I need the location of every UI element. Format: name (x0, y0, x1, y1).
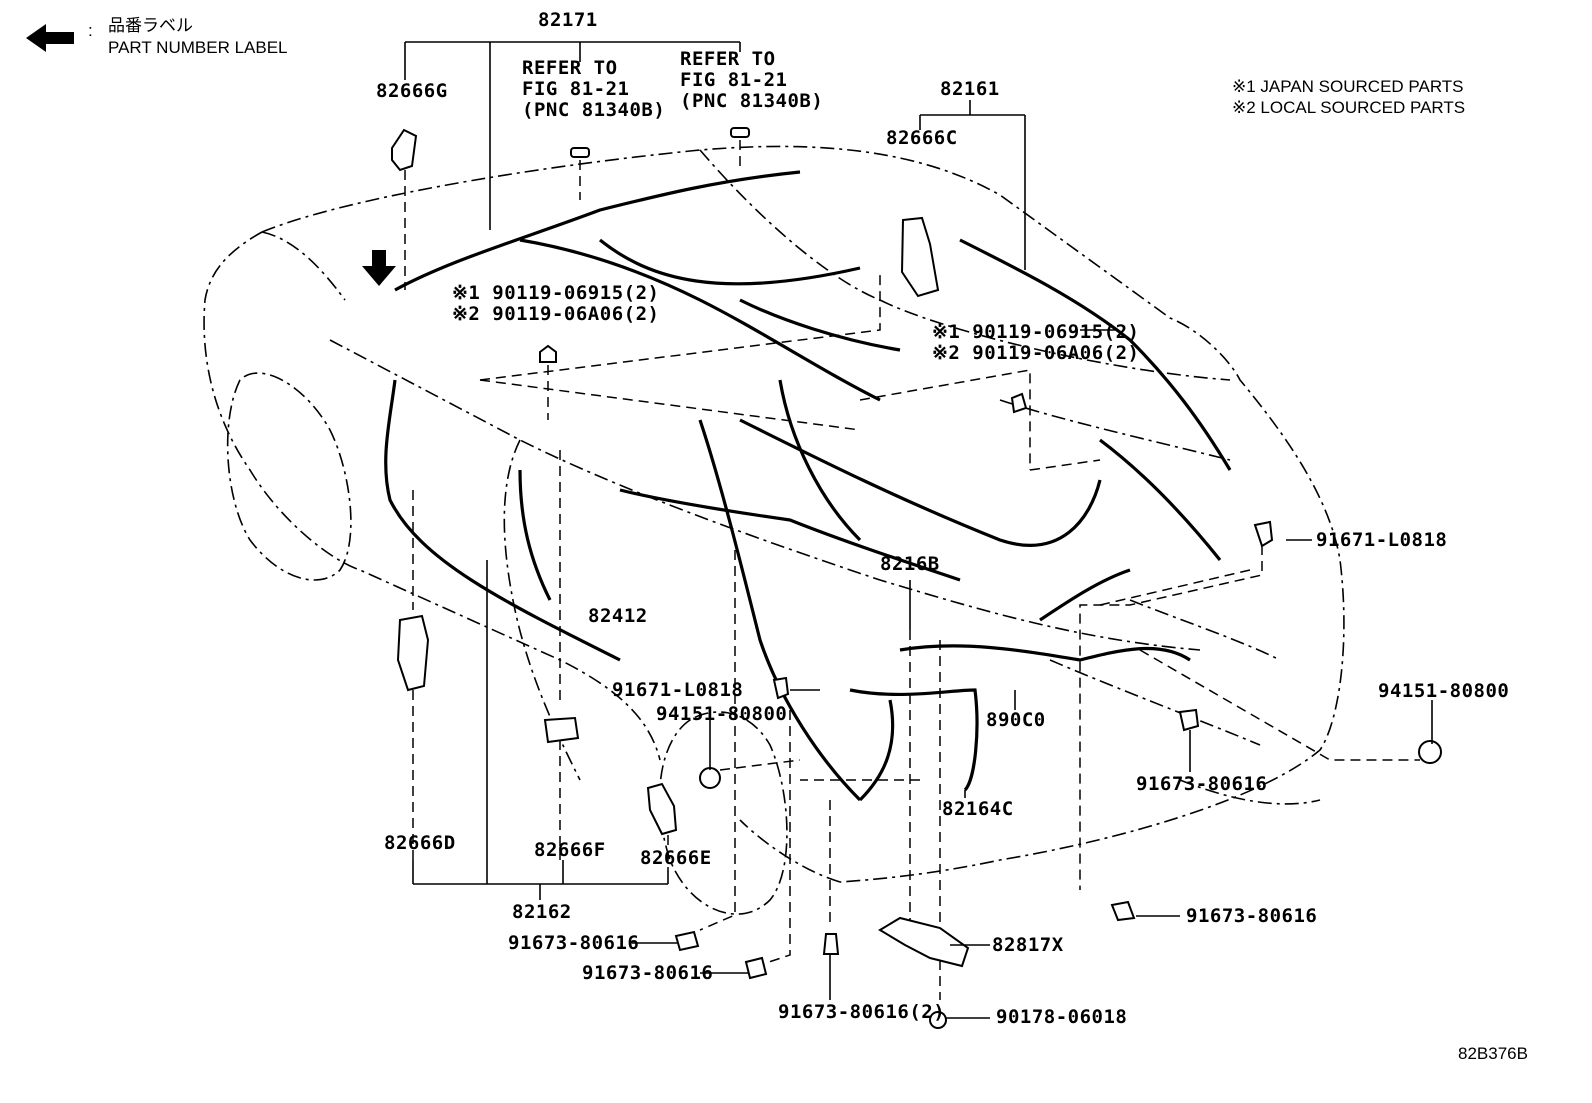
clip-82666d-icon (396, 614, 430, 692)
bolt-91671-left-icon (772, 676, 790, 700)
label-94151-left: 94151-80800 (656, 703, 787, 725)
label-91671-left: 91671-L0818 (612, 679, 743, 701)
parts-symbols (391, 127, 1442, 1029)
label-82164c: 82164C (942, 798, 1014, 820)
grommet-94151-left-icon (699, 767, 721, 789)
ref1-line2: FIG 81-21 (522, 78, 629, 100)
label-90178: 90178-06018 (996, 1006, 1127, 1028)
bolt-left-icon (539, 344, 557, 363)
label-91673-b: 91673-80616 (582, 962, 713, 984)
bracket-82817x-icon (878, 916, 970, 968)
part-number-label-arrow-icon (362, 250, 396, 286)
label-bolt-left-1: ※1 90119-06915(2) (452, 282, 659, 304)
label-82666g: 82666G (376, 80, 448, 102)
part-callouts: 82171 82666G 82161 82666C ※1 90119-06915… (376, 9, 1528, 1063)
bolt-91673-2-icon (822, 933, 840, 955)
reference-notes: REFER TO FIG 81-21 (PNC 81340B) REFER TO… (522, 48, 823, 121)
label-82161: 82161 (940, 78, 1000, 100)
label-bolt-right-2: ※2 90119-06A06(2) (932, 342, 1139, 364)
label-bolt-left-2: ※2 90119-06A06(2) (452, 303, 659, 325)
legend-label-jp: 品番ラベル (108, 16, 193, 35)
clip-82666c-icon (900, 216, 940, 298)
label-82666c: 82666C (886, 127, 958, 149)
note-japan-sourced: ※1 JAPAN SOURCED PARTS (1232, 77, 1464, 96)
label-94151-right: 94151-80800 (1378, 680, 1509, 702)
sourcing-notes: ※1 JAPAN SOURCED PARTS ※2 LOCAL SOURCED … (1232, 77, 1465, 117)
clip-ref2-icon (730, 127, 750, 138)
part-number-label-legend: : 品番ラベル PART NUMBER LABEL (26, 16, 288, 57)
callout-82161-bracket (919, 100, 1026, 270)
label-91671-right: 91671-L0818 (1316, 529, 1447, 551)
clip-82666g-icon (391, 128, 418, 172)
label-leaders (632, 329, 1433, 1019)
clip-82666f-icon (543, 716, 580, 744)
label-82817x: 82817X (992, 934, 1064, 956)
bolt-91673-a-icon (674, 930, 700, 952)
label-890c0: 890C0 (986, 709, 1046, 731)
clip-90178-icon (929, 1011, 947, 1029)
grommet-94151-right-icon (1418, 740, 1442, 764)
bolt-91673-right-icon (1110, 900, 1136, 922)
clip-ref1-icon (570, 147, 590, 158)
clip-82666e-icon (646, 782, 678, 836)
label-82666e: 82666E (640, 847, 712, 869)
label-82412: 82412 (588, 605, 648, 627)
label-82171: 82171 (538, 9, 598, 31)
wire-harness-roof (394, 170, 901, 402)
figure-id: 82B376B (1458, 1044, 1528, 1063)
legend-label-en: PART NUMBER LABEL (108, 38, 288, 57)
note-local-sourced: ※2 LOCAL SOURCED PARTS (1232, 98, 1465, 117)
bolt-right-icon (1010, 392, 1028, 414)
label-91673-mid: 91673-80616 (1136, 773, 1267, 795)
label-82162: 82162 (512, 901, 572, 923)
ref1-line1: REFER TO (522, 57, 618, 79)
callout-82171-bracket (404, 41, 741, 230)
ref2-line3: (PNC 81340B) (680, 90, 823, 112)
label-91673-a: 91673-80616 (508, 932, 639, 954)
label-91673-2: 91673-80616(2) (778, 1001, 945, 1023)
bolt-91671-right-icon (1253, 520, 1274, 548)
bolt-91673-mid-icon (1178, 708, 1200, 732)
ref1-line3: (PNC 81340B) (522, 99, 665, 121)
wire-harness-floor (384, 379, 961, 802)
bolt-91673-b-icon (744, 956, 768, 980)
dashed-leaders (404, 140, 1420, 1000)
label-91673-right: 91673-80616 (1186, 905, 1317, 927)
wire-harness-rear (739, 238, 1232, 802)
label-82666d: 82666D (384, 832, 456, 854)
callout-82162-bracket (412, 560, 669, 900)
label-bolt-right-1: ※1 90119-06915(2) (932, 321, 1139, 343)
label-82666f: 82666F (534, 839, 606, 861)
ref2-line1: REFER TO (680, 48, 776, 70)
arrow-left-icon (26, 24, 74, 52)
ref2-line2: FIG 81-21 (680, 69, 787, 91)
colon-mark: : (88, 21, 93, 40)
label-8216b: 8216B (880, 553, 940, 575)
